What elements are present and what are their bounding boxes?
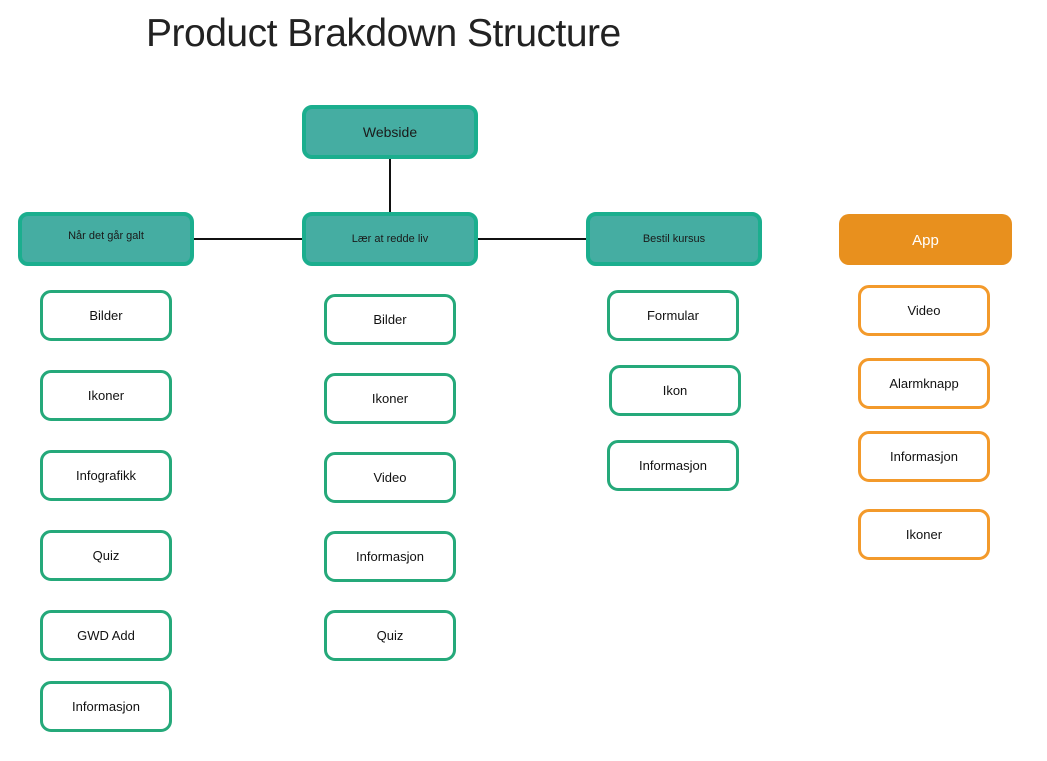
branch-node-laer-at-redde-liv: Lær at redde liv [302, 212, 478, 266]
leaf-label: Quiz [92, 548, 120, 563]
branch-node-label: Bestil kursus [642, 233, 706, 245]
branch-node-label: Lær at redde liv [351, 233, 429, 245]
leaf-label: Ikon [662, 383, 688, 398]
leaf-label: Ikoner [905, 527, 943, 542]
leaf-node: Formular [607, 290, 739, 341]
app-leaf-node: Video [858, 285, 990, 336]
leaf-label: Informasjon [356, 549, 424, 564]
leaf-node: GWD Add [40, 610, 172, 661]
branch-node-bestil-kursus: Bestil kursus [586, 212, 762, 266]
leaf-node: Quiz [40, 530, 172, 581]
leaf-node: Quiz [324, 610, 456, 661]
branch-node-nar-det-gar-galt: Når det går galt [18, 212, 194, 266]
app-leaf-node: Alarmknapp [858, 358, 990, 409]
leaf-node: Informasjon [40, 681, 172, 732]
leaf-label: Bilder [89, 308, 123, 323]
leaf-label: Video [907, 303, 941, 318]
leaf-label: Informasjon [890, 449, 958, 464]
leaf-node: Ikon [609, 365, 741, 416]
connector-right [477, 238, 587, 240]
diagram-title: Product Brakdown Structure [146, 12, 621, 55]
leaf-node: Ikoner [324, 373, 456, 424]
leaf-node: Bilder [324, 294, 456, 345]
app-leaf-node: Informasjon [858, 431, 990, 482]
leaf-node: Ikoner [40, 370, 172, 421]
leaf-label: Informasjon [72, 699, 140, 714]
root-node-label: Webside [362, 124, 418, 140]
app-node-label: App [912, 232, 939, 249]
root-node: Webside [302, 105, 478, 159]
leaf-label: Ikoner [371, 391, 409, 406]
leaf-label: Ikoner [87, 388, 125, 403]
leaf-node: Infografikk [40, 450, 172, 501]
branch-node-label: Når det går galt [68, 230, 144, 242]
app-leaf-node: Ikoner [858, 509, 990, 560]
connector-root-to-center [389, 158, 391, 214]
leaf-node: Informasjon [607, 440, 739, 491]
app-node: App [839, 214, 1012, 265]
connector-left [193, 238, 304, 240]
leaf-label: Quiz [376, 628, 404, 643]
leaf-label: Infografikk [76, 468, 136, 483]
leaf-label: Bilder [373, 312, 407, 327]
leaf-node: Video [324, 452, 456, 503]
leaf-label: GWD Add [77, 628, 135, 643]
leaf-label: Alarmknapp [889, 376, 959, 391]
leaf-node: Informasjon [324, 531, 456, 582]
leaf-node: Bilder [40, 290, 172, 341]
leaf-label: Video [373, 470, 407, 485]
leaf-label: Formular [646, 308, 699, 323]
leaf-label: Informasjon [639, 458, 707, 473]
